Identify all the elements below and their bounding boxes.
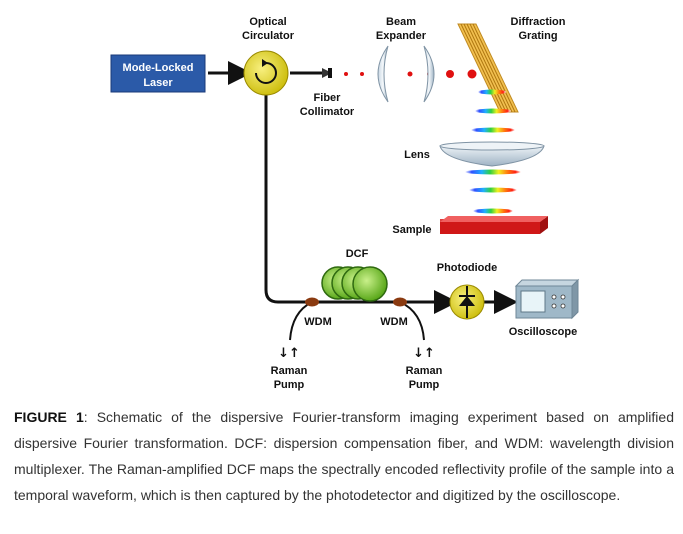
circulator-label-line1: Optical <box>249 16 286 28</box>
laser-beam-dots <box>344 69 495 79</box>
focusing-lens: Lens <box>404 141 545 167</box>
raman-pump-left-line1: Raman <box>271 365 308 377</box>
figure-caption: FIGURE 1: Schematic of the dispersive Fo… <box>14 404 674 508</box>
lens-label: Lens <box>404 149 430 161</box>
raman-pump-left-line2: Pump <box>274 379 305 391</box>
sample-label: Sample <box>392 224 431 236</box>
setup-diagram: Mode-Locked Laser Optical Circulator Fib… <box>110 16 580 391</box>
circulator-label-line2: Circulator <box>242 30 295 42</box>
laser-label-line1: Mode-Locked <box>123 62 194 74</box>
photodiode-symbol-icon <box>459 286 475 318</box>
sample-slab: Sample <box>392 216 548 236</box>
beam-expander-label-line1: Beam <box>386 16 416 28</box>
raman-pump-right-line1: Raman <box>406 365 443 377</box>
raman-pump-right-line2: Pump <box>409 379 440 391</box>
dcf-label: DCF <box>346 248 369 260</box>
wdm-right-label: WDM <box>380 316 408 328</box>
raman-pump-left: ↓↑ Raman Pump <box>271 346 308 391</box>
beam-expander: Beam Expander <box>376 16 435 103</box>
beam-expander-label-line2: Expander <box>376 30 427 42</box>
wdm-left: WDM <box>304 297 332 328</box>
fiber-collimator-icon: Fiber Collimator <box>300 68 355 118</box>
diffraction-grating: Diffraction Grating <box>457 16 566 113</box>
spectral-beam <box>465 89 521 214</box>
wdm-right: WDM <box>380 297 408 328</box>
grating-label-line2: Grating <box>518 30 557 42</box>
laser-label-line2: Laser <box>143 77 173 89</box>
caption-text: : Schematic of the dispersive Fourier-tr… <box>14 409 674 503</box>
figure-number: FIGURE 1 <box>14 409 84 425</box>
pump-arrows-left-icon: ↓↑ <box>278 346 300 361</box>
collimator-label-line1: Fiber <box>314 92 342 104</box>
dcf-coil: DCF <box>321 248 388 302</box>
oscilloscope-label: Oscilloscope <box>509 326 577 338</box>
wdm-left-label: WDM <box>304 316 332 328</box>
collimator-label-line2: Collimator <box>300 106 355 118</box>
grating-label-line1: Diffraction <box>511 16 566 28</box>
pump-arrows-right-icon: ↓↑ <box>413 346 435 361</box>
circulator-arrow-icon <box>255 59 277 84</box>
optical-circulator: Optical Circulator <box>242 16 295 96</box>
raman-pump-right: ↓↑ Raman Pump <box>406 346 443 391</box>
oscilloscope-icon: Oscilloscope <box>509 278 580 338</box>
mode-locked-laser: Mode-Locked Laser <box>110 54 206 93</box>
photodiode: Photodiode <box>437 262 498 320</box>
photodiode-label: Photodiode <box>437 262 498 274</box>
